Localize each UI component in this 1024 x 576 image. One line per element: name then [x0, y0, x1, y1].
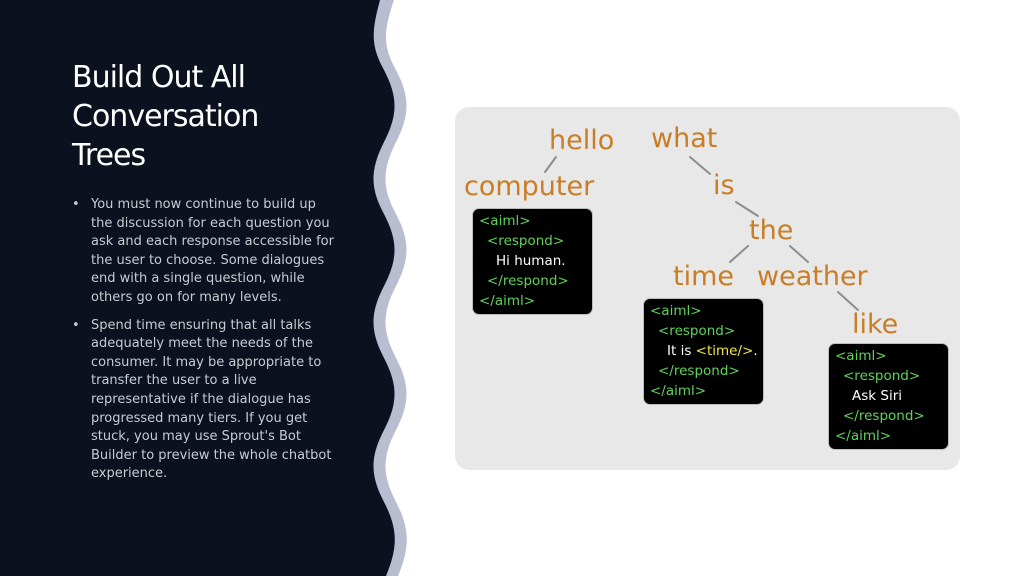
title-line: Conversation [72, 99, 259, 134]
code-block-time: <aiml> <respond> It is <time/>. </respon… [644, 299, 763, 404]
code-line: </respond> [658, 363, 740, 379]
code-text: . [753, 343, 758, 359]
slide-title: Build Out All Conversation Trees [72, 58, 372, 175]
title-line: Build Out All [72, 60, 246, 95]
bullet-item: Spend time ensuring that all talks adequ… [72, 317, 340, 484]
bullet-list: You must now continue to build up the di… [72, 196, 340, 493]
code-line: </respond> [487, 273, 569, 289]
code-line: <aiml> [650, 303, 702, 319]
node-time: time [673, 261, 735, 292]
node-is: is [713, 170, 735, 201]
code-line: <aiml> [835, 348, 887, 364]
code-line: <respond> [487, 233, 565, 249]
code-line: </aiml> [479, 293, 536, 309]
code-line: <aiml> [479, 213, 531, 229]
code-template-tag: <time/> [695, 343, 754, 359]
code-line-text: Hi human. [496, 253, 566, 269]
code-block-weather: <aiml> <respond> Ask Siri </respond> </a… [829, 344, 948, 449]
code-text: It is [667, 343, 696, 359]
code-line: </aiml> [650, 383, 707, 399]
code-line: </aiml> [835, 428, 892, 444]
node-the: the [749, 215, 794, 246]
code-line: <respond> [658, 323, 736, 339]
node-what: what [651, 123, 718, 154]
node-weather: weather [757, 261, 868, 292]
node-like: like [852, 309, 899, 340]
code-line-text: Ask Siri [852, 388, 902, 404]
node-hello: hello [549, 125, 615, 156]
code-line: <respond> [843, 368, 921, 384]
code-line: </respond> [843, 408, 925, 424]
code-block-hello: <aiml> <respond> Hi human. </respond> </… [473, 209, 592, 314]
title-line: Trees [72, 138, 146, 173]
node-computer: computer [464, 171, 595, 202]
bullet-item: You must now continue to build up the di… [72, 196, 340, 308]
code-line-text: It is <time/>. [650, 341, 758, 361]
